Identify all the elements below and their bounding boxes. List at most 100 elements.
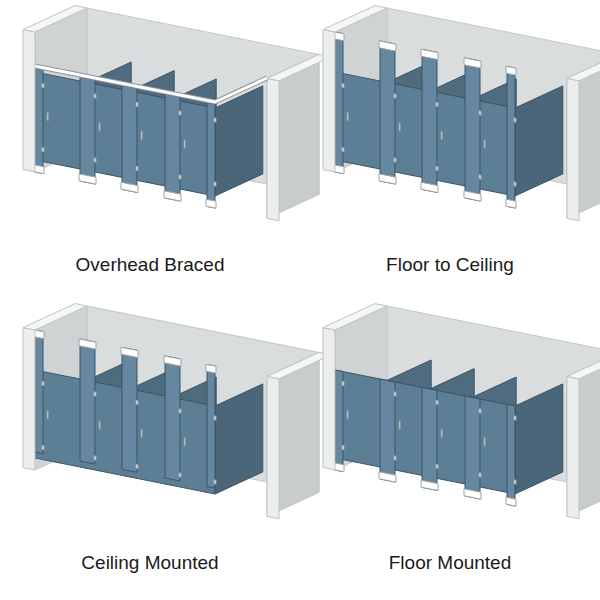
hinge [394,94,396,98]
pilaster-cap [164,356,181,366]
hinge [179,175,181,179]
hinge [94,456,96,460]
hinge [479,175,481,179]
door-handle [399,123,401,131]
door-handle [141,131,143,139]
right-wall-top [267,352,331,378]
hinge [42,381,44,385]
hinge [514,416,516,420]
pilaster [380,41,395,184]
caption-label: Floor to Ceiling [300,254,600,277]
pilaster [165,356,180,481]
pilaster-shoe [506,497,516,506]
hinge [214,182,216,186]
left-wall-end [23,30,35,172]
pilaster [507,404,515,506]
end-panel [515,86,563,196]
right-wall-end [567,376,579,518]
hinge [42,445,44,449]
hinge [342,445,344,449]
partition-illustration [323,304,600,519]
hinge [214,480,216,484]
hinge [436,400,438,404]
pilaster-shoe [464,191,481,201]
hinge [514,480,516,484]
left-wall-top [23,304,87,330]
pilaster-shoe [464,489,481,499]
headrail [31,65,267,102]
door-handle [441,429,443,437]
right-wall-top [267,54,331,80]
hinge [479,409,481,413]
pilaster-shoe [421,182,438,192]
hinge [179,473,181,477]
pilaster [122,347,137,472]
door-handle [99,421,101,429]
door-handle [484,140,486,148]
end-panel [515,384,563,494]
left-wall-top [323,6,387,32]
door-handle [347,112,349,120]
pilaster-shoe [206,199,216,208]
right-wall-end [567,78,579,220]
hinge [42,147,44,151]
pilaster-cap [464,58,481,68]
left-wall-end [323,30,335,172]
hinge [436,464,438,468]
pilaster [380,379,395,482]
door-panel [35,72,215,196]
door-handle [99,123,101,131]
pilaster-cap [506,66,516,75]
hinge [42,83,44,87]
door-handle [47,410,49,418]
pilaster [507,66,515,208]
pilaster-shoe [164,191,181,201]
hinge [479,111,481,115]
end-panel [215,384,263,494]
pilaster [35,330,43,454]
right-wall-end [267,78,279,220]
left-wall-end [23,328,35,470]
end-panel [215,86,263,196]
pilaster-shoe [379,472,396,482]
pilaster [207,102,215,208]
pilaster-shoe [421,480,438,490]
pilaster-cap [421,49,438,59]
hinge [94,158,96,162]
door-handle [184,140,186,148]
pilaster [422,49,437,192]
right-wall-end [267,376,279,518]
hinge [394,456,396,460]
pilaster [80,77,95,184]
pilaster [122,85,137,192]
hinge [514,182,516,186]
left-wall-top [323,304,387,330]
pilaster [465,58,480,201]
pilaster [207,364,215,488]
hinge [94,392,96,396]
partition-illustration [323,6,600,221]
hinge [436,166,438,170]
hinge [136,102,138,106]
pilaster [465,396,480,499]
pilaster [422,387,437,490]
hinge [214,118,216,122]
hinge [394,158,396,162]
door-handle [141,429,143,437]
door-handle [399,421,401,429]
hinge [136,464,138,468]
partition-illustration [23,6,331,221]
hinge [179,111,181,115]
hinge [94,94,96,98]
pilaster-cap [206,364,216,373]
hinge [342,381,344,385]
pilaster [165,94,180,201]
pilaster-cap [79,339,96,349]
pilaster [335,32,343,174]
hinge [514,118,516,122]
hinge [479,473,481,477]
partition-illustration [23,304,331,519]
